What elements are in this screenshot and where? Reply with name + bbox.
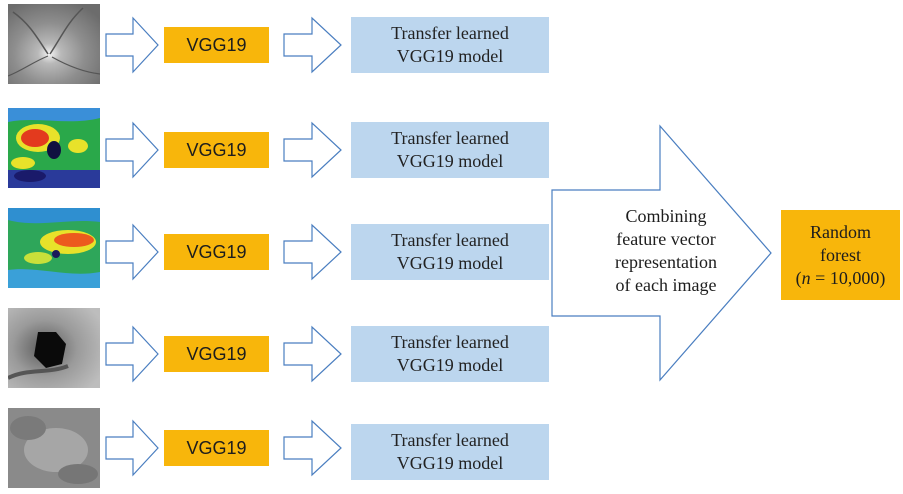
transfer-learned-line-1: Transfer learned — [391, 128, 509, 148]
vgg19-label: VGG19 — [186, 437, 247, 458]
combine-line-2: feature vector — [616, 229, 716, 249]
arrow-vgg-to-model-4 — [283, 325, 342, 383]
arrow-vgg-to-model-5 — [283, 419, 342, 477]
vgg19-box: VGG19 — [164, 132, 269, 168]
random-forest-line-1: Random — [810, 221, 871, 242]
vgg19-box: VGG19 — [164, 430, 269, 466]
param-open: ( — [795, 267, 802, 288]
fundus-photo-icon — [8, 4, 100, 84]
arrow-image-to-vgg-2 — [105, 121, 159, 179]
random-forest-box: Random forest (n = 10,000) — [781, 210, 900, 300]
transfer-learned-line-2: VGG19 model — [396, 46, 504, 66]
transfer-learned-line-1: Transfer learned — [391, 430, 509, 450]
arrow-image-to-vgg-4 — [105, 325, 159, 383]
combine-arrow — [551, 124, 772, 382]
vgg19-label: VGG19 — [186, 139, 247, 160]
param-n-variable: n — [801, 267, 811, 288]
transfer-learned-line-2: VGG19 model — [396, 151, 504, 171]
arrow-vgg-to-model-1 — [283, 16, 342, 74]
vgg19-label: VGG19 — [186, 34, 247, 55]
transfer-learned-line-2: VGG19 model — [396, 453, 504, 473]
arrow-vgg-to-model-3 — [283, 223, 342, 281]
arrow-image-to-vgg-3 — [105, 223, 159, 281]
grayscale-optic-disc-icon — [8, 308, 100, 388]
grayscale-scan-icon — [8, 408, 100, 488]
random-forest-line-2: forest — [820, 244, 861, 265]
arrow-image-to-vgg-1 — [105, 16, 159, 74]
transfer-learned-line-1: Transfer learned — [391, 230, 509, 250]
thickness-heatmap-icon — [8, 108, 100, 188]
arrow-image-to-vgg-5 — [105, 419, 159, 477]
vgg19-label: VGG19 — [186, 241, 247, 262]
random-forest-param: (n = 10,000) — [796, 267, 886, 290]
vgg19-box: VGG19 — [164, 234, 269, 270]
vgg19-label: VGG19 — [186, 343, 247, 364]
transfer-learned-line-2: VGG19 model — [396, 253, 504, 273]
combine-line-4: of each image — [615, 275, 717, 295]
combine-line-1: Combining — [625, 206, 707, 226]
arrow-vgg-to-model-2 — [283, 121, 342, 179]
transfer-learned-line-2: VGG19 model — [396, 355, 504, 375]
transfer-learned-line-1: Transfer learned — [391, 332, 509, 352]
thickness-heatmap-icon — [8, 208, 100, 288]
vgg19-box: VGG19 — [164, 336, 269, 372]
combine-line-3: representation — [615, 252, 717, 272]
param-value: = 10,000) — [810, 267, 886, 288]
transfer-learned-line-1: Transfer learned — [391, 23, 509, 43]
vgg19-box: VGG19 — [164, 27, 269, 63]
combine-label: Combining feature vector representation … — [590, 205, 742, 297]
